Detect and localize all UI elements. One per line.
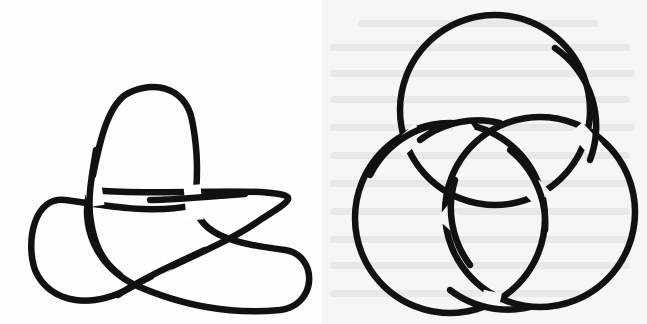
borromean-ring-right (445, 117, 635, 307)
borromean-rings (355, 15, 635, 313)
trefoil-crossing-gap (192, 185, 195, 220)
trefoil-over-strand (89, 150, 120, 275)
trefoil-knot (31, 87, 309, 311)
borromean-crossing-gap (482, 298, 500, 302)
borromean-ring-top (400, 15, 590, 205)
